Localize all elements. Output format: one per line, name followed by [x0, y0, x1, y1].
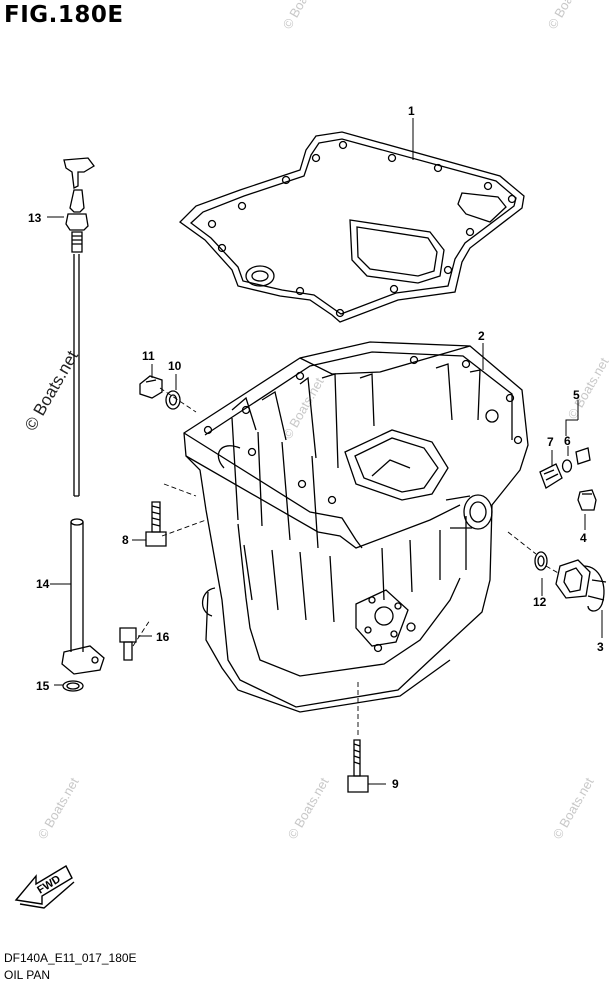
assembly-lines: [132, 387, 561, 735]
callout-5: 5: [573, 388, 580, 402]
watermark-faint: © Boats.net: [280, 375, 327, 442]
watermark-faint: © Boats.net: [280, 0, 327, 31]
callout-1: 1: [408, 104, 415, 118]
callout-6: 6: [564, 434, 571, 448]
callout-3: 3: [597, 640, 604, 654]
leader-lines: [47, 118, 603, 785]
figure-title: FIG.180E: [4, 2, 124, 28]
callout-group: 1 2 3 4 5 6 7 8 9 10 11 12 13 14 15 16: [28, 104, 604, 791]
callout-12: 12: [533, 595, 547, 609]
callout-16: 16: [156, 630, 170, 644]
fitting-part: [539, 447, 591, 489]
figure-name: OIL PAN: [4, 968, 51, 982]
model-code: DF140A_E11_017_180E: [4, 951, 137, 965]
filler-plug-part: [139, 375, 181, 410]
callout-4: 4: [580, 531, 587, 545]
callout-2: 2: [478, 329, 485, 343]
callout-15: 15: [36, 679, 50, 693]
watermark-faint: © Boats.net: [545, 0, 592, 31]
guide-tube-part: [61, 518, 105, 692]
watermark-main: © Boats.net: [21, 347, 82, 434]
oil-pan-part: [183, 341, 529, 713]
dipstick-part: [63, 157, 95, 497]
o-ring-part: [534, 551, 548, 571]
watermark-faint: © Boats.net: [550, 775, 597, 842]
sensor-plug-part: [577, 489, 597, 511]
callout-10: 10: [168, 359, 182, 373]
gasket-part: [178, 131, 525, 323]
callout-13: 13: [28, 211, 42, 225]
watermark-faint: © Boats.net: [285, 775, 332, 842]
watermark-faint: © Boats.net: [35, 775, 82, 842]
fwd-arrow: FWD: [14, 865, 75, 909]
drain-plug-part: [555, 559, 607, 612]
watermark-faint-group: © Boats.net © Boats.net © Boats.net © Bo…: [35, 0, 611, 842]
callout-9: 9: [392, 777, 399, 791]
callout-14: 14: [36, 577, 50, 591]
watermark-faint: © Boats.net: [565, 355, 611, 422]
callout-8: 8: [122, 533, 129, 547]
callout-7: 7: [547, 435, 554, 449]
callout-11: 11: [142, 349, 155, 363]
